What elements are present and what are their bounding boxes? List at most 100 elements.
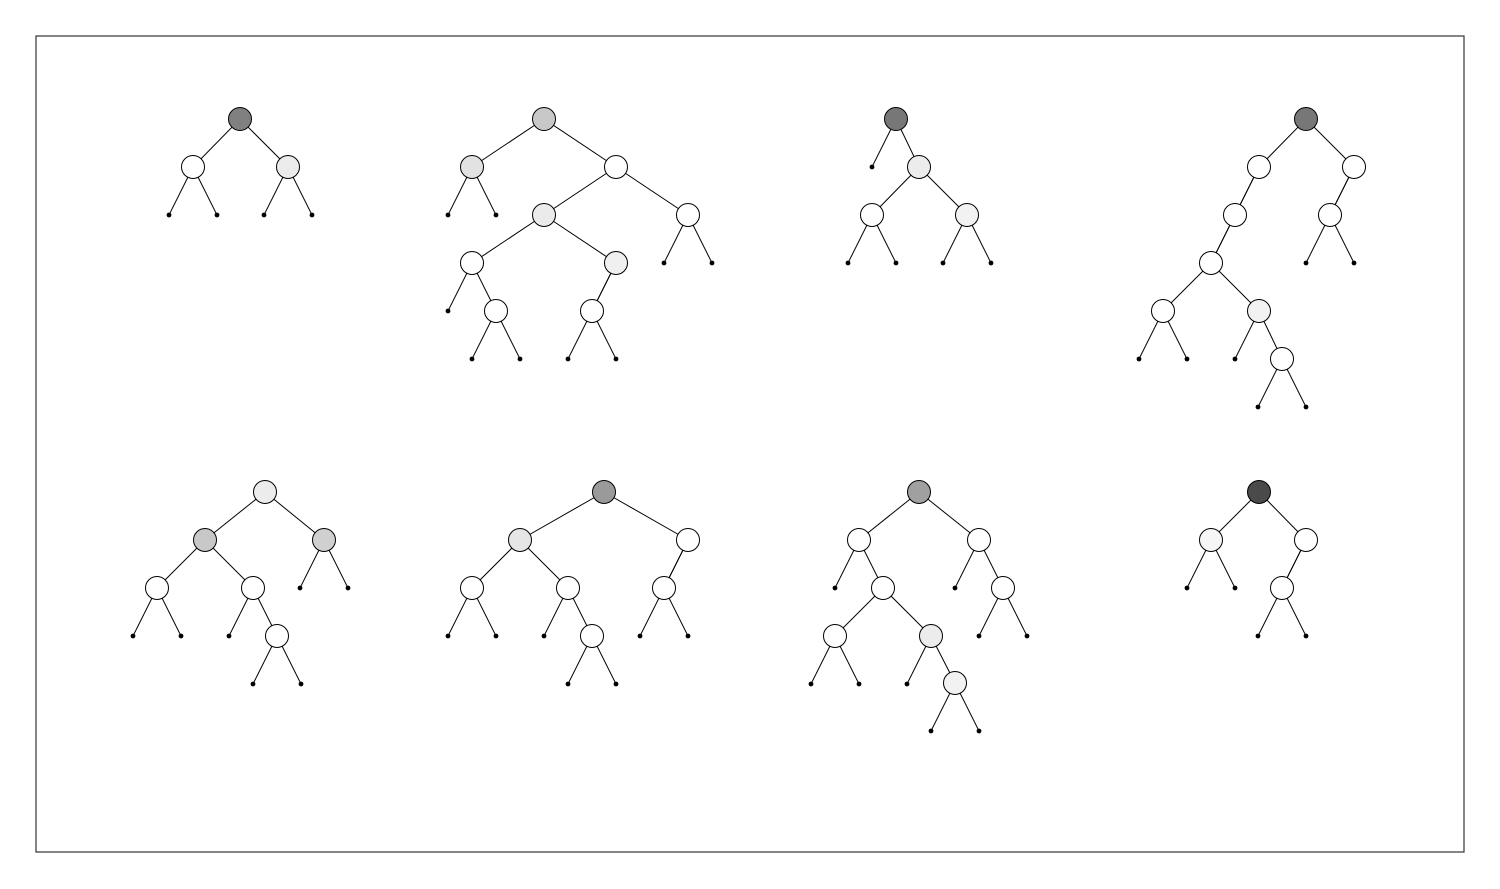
- tree-node: [276, 155, 300, 179]
- leaf-dot: [297, 585, 303, 591]
- tree-node: [847, 528, 871, 552]
- tree-3: [845, 107, 994, 266]
- tree-1: [166, 107, 315, 218]
- tree-node: [556, 576, 580, 600]
- tree-node: [860, 203, 884, 227]
- leaf-dot: [166, 212, 172, 218]
- tree-edge: [858, 491, 920, 541]
- leaf-dot: [493, 633, 499, 639]
- leaf-dot: [261, 212, 267, 218]
- tree-node: [532, 107, 556, 131]
- leaf-dot: [856, 681, 862, 687]
- tree-edge: [603, 491, 689, 541]
- tree-node: [592, 480, 616, 504]
- diagram-frame: [35, 35, 1465, 853]
- tree-node: [967, 528, 991, 552]
- tree-node: [991, 576, 1015, 600]
- leaf-dot: [1232, 356, 1238, 362]
- tree-edge: [543, 118, 617, 168]
- tree-5: [130, 480, 351, 687]
- leaf-dot: [517, 356, 523, 362]
- leaf-dot: [940, 260, 946, 266]
- tree-node: [193, 528, 217, 552]
- leaf-dot: [1184, 356, 1190, 362]
- tree-node: [1199, 251, 1223, 275]
- tree-node: [1294, 528, 1318, 552]
- tree-node: [1294, 107, 1318, 131]
- tree-node: [1151, 299, 1175, 323]
- tree-edge: [543, 166, 617, 216]
- leaf-dot: [298, 681, 304, 687]
- tree-node: [823, 624, 847, 648]
- tree-node: [604, 155, 628, 179]
- tree-node: [676, 528, 700, 552]
- leaf-dot: [309, 212, 315, 218]
- tree-4: [1136, 107, 1366, 410]
- tree-node: [884, 107, 908, 131]
- tree-node: [484, 299, 508, 323]
- leaf-dot: [1136, 356, 1142, 362]
- tree-node: [1247, 480, 1271, 504]
- tree-edge: [519, 491, 605, 541]
- tree-6: [445, 480, 700, 687]
- leaf-dot: [845, 260, 851, 266]
- tree-node: [1199, 528, 1223, 552]
- tree-node: [532, 203, 556, 227]
- tree-edge: [918, 491, 980, 541]
- tree-node: [1247, 155, 1271, 179]
- tree-8: [1184, 480, 1318, 639]
- leaf-dot: [869, 164, 875, 170]
- leaf-dot: [250, 681, 256, 687]
- tree-node: [652, 576, 676, 600]
- tree-node: [253, 480, 277, 504]
- tree-node: [907, 155, 931, 179]
- leaf-dot: [445, 212, 451, 218]
- tree-node: [145, 576, 169, 600]
- leaf-dot: [685, 633, 691, 639]
- leaf-dot: [1351, 260, 1357, 266]
- tree-node: [1318, 203, 1342, 227]
- leaf-dot: [445, 308, 451, 314]
- tree-node: [943, 671, 967, 695]
- leaf-dot: [565, 681, 571, 687]
- tree-node: [676, 203, 700, 227]
- tree-node: [460, 576, 484, 600]
- tree-node: [604, 251, 628, 275]
- tree-node: [241, 576, 265, 600]
- tree-node: [1270, 347, 1294, 371]
- tree-node: [919, 624, 943, 648]
- tree-node: [955, 203, 979, 227]
- leaf-dot: [976, 633, 982, 639]
- tree-edge: [471, 118, 545, 168]
- tree-edge: [543, 214, 617, 264]
- leaf-dot: [832, 585, 838, 591]
- tree-node: [312, 528, 336, 552]
- leaf-dot: [1303, 404, 1309, 410]
- leaf-dot: [613, 681, 619, 687]
- tree-node: [1342, 155, 1366, 179]
- tree-node: [508, 528, 532, 552]
- tree-node: [181, 155, 205, 179]
- tree-node: [228, 107, 252, 131]
- leaf-dot: [808, 681, 814, 687]
- tree-node: [460, 251, 484, 275]
- tree-node: [460, 155, 484, 179]
- leaf-dot: [1255, 404, 1261, 410]
- leaf-dot: [928, 728, 934, 734]
- tree-node: [580, 624, 604, 648]
- tree-7: [808, 480, 1030, 734]
- leaf-dot: [214, 212, 220, 218]
- leaf-dot: [1232, 585, 1238, 591]
- leaf-dot: [1255, 633, 1261, 639]
- leaf-dot: [1303, 633, 1309, 639]
- leaf-dot: [904, 681, 910, 687]
- leaf-dot: [1303, 260, 1309, 266]
- leaf-dot: [661, 260, 667, 266]
- leaf-dot: [709, 260, 715, 266]
- leaf-dot: [445, 633, 451, 639]
- leaf-dot: [988, 260, 994, 266]
- leaf-dot: [178, 633, 184, 639]
- tree-edge: [471, 214, 545, 264]
- leaf-dot: [469, 356, 475, 362]
